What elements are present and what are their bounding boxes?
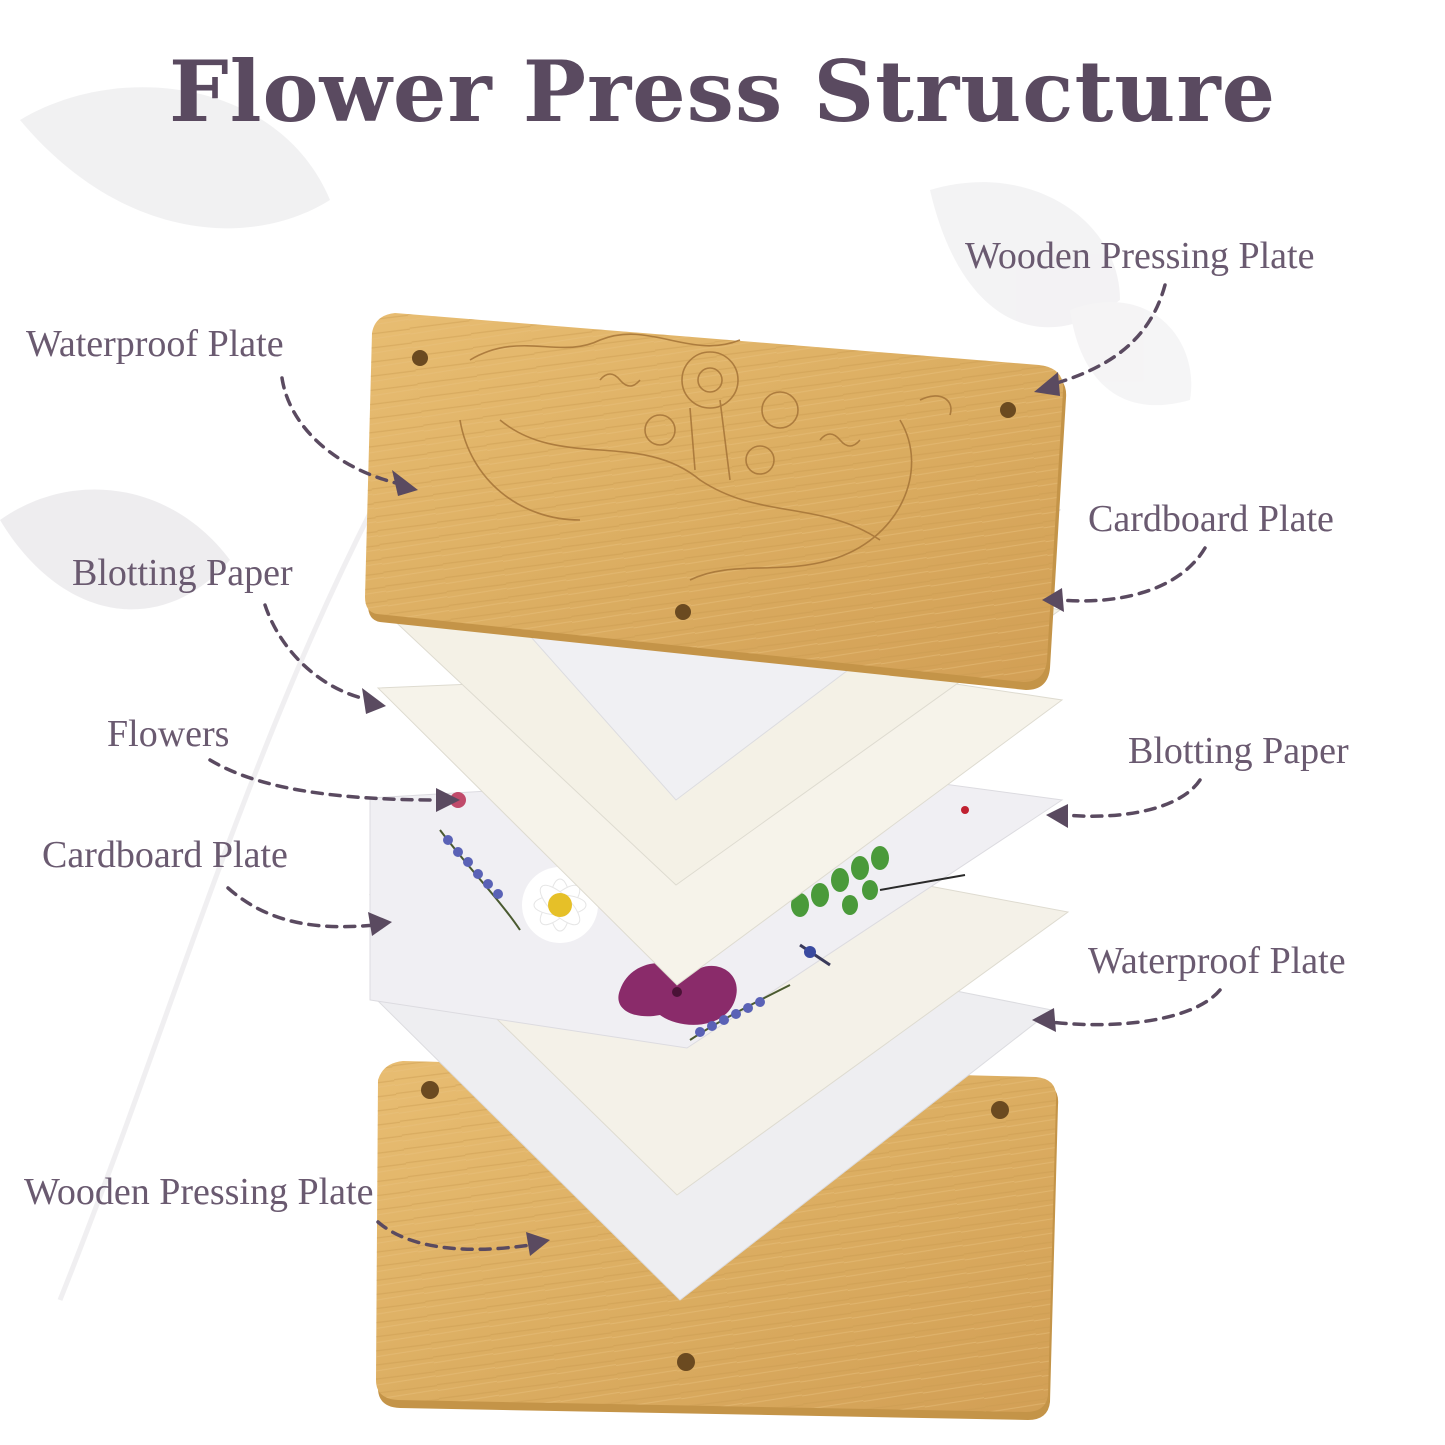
screw-hole-icon bbox=[677, 1353, 695, 1371]
screw-hole-icon bbox=[421, 1081, 439, 1099]
label-flowers: Flowers bbox=[107, 712, 229, 756]
label-cardboard-plate-top: Cardboard Plate bbox=[1088, 497, 1334, 541]
screw-hole-icon bbox=[412, 350, 428, 366]
leaf-icon bbox=[1070, 302, 1191, 405]
label-blotting-paper-bottom: Blotting Paper bbox=[1128, 729, 1349, 773]
label-cardboard-plate-bottom: Cardboard Plate bbox=[42, 833, 288, 877]
page-title: Flower Press Structure bbox=[0, 42, 1445, 141]
dashed-arrow-icon bbox=[1060, 548, 1205, 601]
label-wooden-pressing-plate-bottom: Wooden Pressing Plate bbox=[24, 1170, 373, 1214]
label-waterproof-plate-bottom: Waterproof Plate bbox=[1088, 939, 1346, 983]
label-blotting-paper-top: Blotting Paper bbox=[72, 551, 293, 595]
label-wooden-pressing-plate-top: Wooden Pressing Plate bbox=[965, 234, 1314, 278]
screw-hole-icon bbox=[1000, 402, 1016, 418]
dashed-arrow-icon bbox=[228, 888, 375, 927]
dashed-arrow-icon bbox=[1050, 990, 1220, 1025]
dashed-arrow-icon bbox=[1065, 780, 1200, 816]
label-waterproof-plate-top: Waterproof Plate bbox=[26, 322, 284, 366]
screw-hole-icon bbox=[991, 1101, 1009, 1119]
screw-hole-icon bbox=[675, 604, 691, 620]
